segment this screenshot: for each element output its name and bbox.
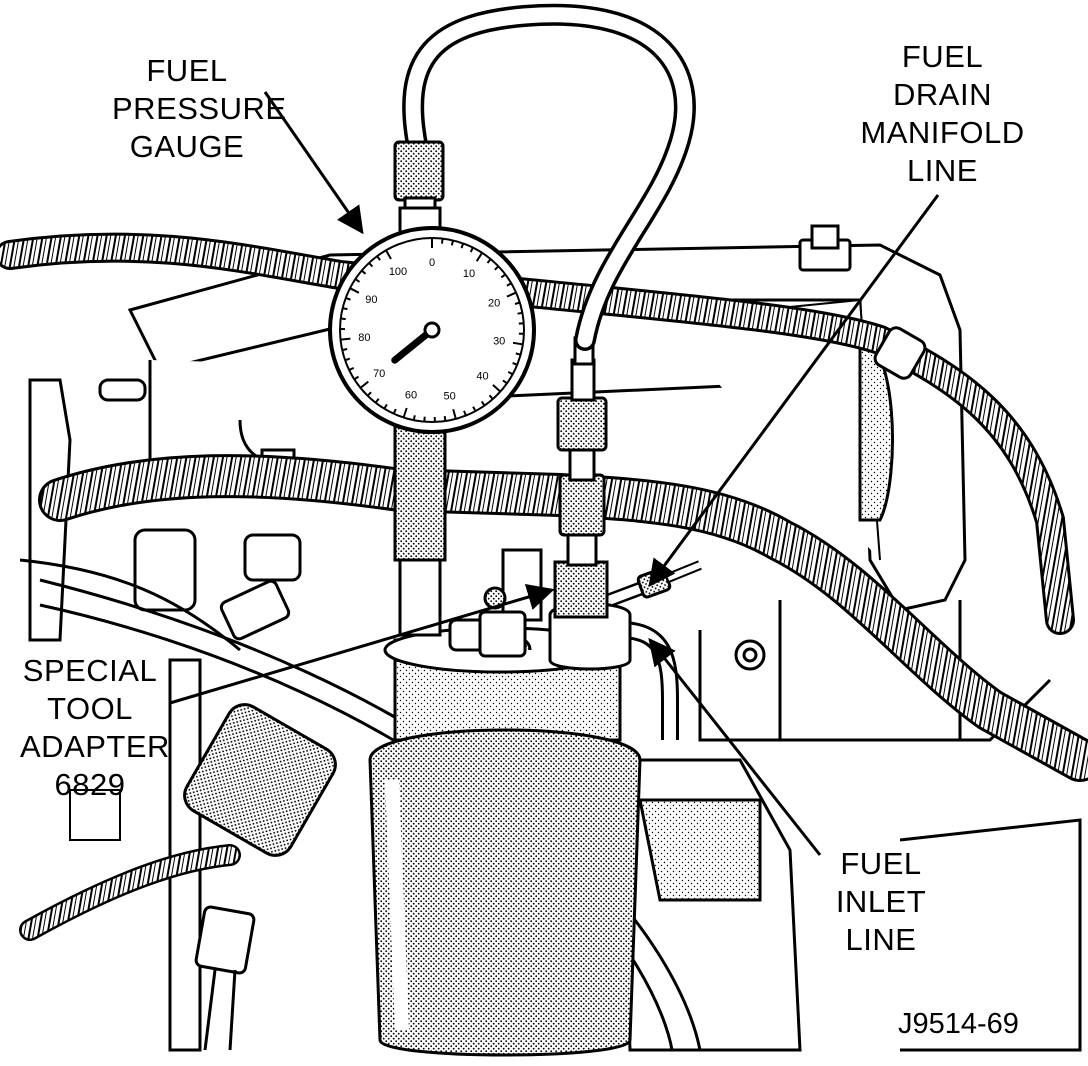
gauge-number: 100 — [389, 266, 407, 278]
gauge-number: 80 — [358, 332, 370, 344]
gauge-tick — [441, 238, 444, 244]
gauge-tick — [341, 348, 348, 352]
gauge-tick — [517, 311, 523, 315]
gauge-tick — [469, 247, 474, 253]
leader-pressure-gauge — [263, 91, 364, 235]
gauge-tick — [354, 278, 361, 283]
gauge-tick — [340, 337, 351, 341]
gauge-tick — [340, 317, 346, 321]
gauge-tick — [348, 366, 355, 371]
gauge-tick — [342, 307, 348, 311]
gauge-tick — [472, 406, 477, 412]
gauge-tick — [392, 408, 397, 415]
label-special-tool-adapter: SPECIAL TOOL ADAPTER 6829 — [20, 653, 170, 802]
gauge-tick — [368, 262, 374, 268]
gauge-tick — [374, 398, 380, 404]
gauge-tick — [512, 361, 518, 366]
pressure-gauge: 0 10 20 30 40 50 60 70 80 90 100 — [328, 226, 536, 434]
gauge-tick — [402, 407, 408, 418]
gauge-tick — [353, 375, 360, 381]
gauge-tick — [366, 391, 372, 397]
gauge-number: 40 — [476, 371, 488, 383]
gauge-tick — [344, 357, 351, 362]
gauge-tick — [412, 415, 416, 421]
leader-drain-line — [648, 194, 940, 588]
gauge-tick — [494, 265, 500, 271]
figure-code: J9514-69 — [898, 1008, 1019, 1040]
left-engine-parts — [28, 378, 337, 1052]
gauge-tick — [514, 301, 521, 305]
gauge-hose — [402, 3, 696, 351]
gauge-tick — [506, 282, 512, 287]
label-fuel-pressure-gauge: FUEL PRESSURE GAUGE — [112, 53, 287, 164]
gauge-tick — [361, 269, 367, 275]
gauge-tick — [443, 415, 447, 422]
gauge-tick — [385, 249, 392, 260]
gauge-tick — [349, 287, 360, 294]
gauge-number: 50 — [443, 391, 455, 403]
gauge-tick — [460, 243, 465, 249]
gauge-number: 70 — [373, 368, 385, 380]
gauge-tick — [486, 258, 492, 264]
gauge-number: 20 — [488, 297, 500, 309]
gauge-tick — [492, 384, 502, 393]
gauge-tick — [475, 252, 483, 262]
gauge-number: 0 — [429, 257, 435, 269]
gauge-tick — [359, 380, 369, 389]
gauge-tick — [450, 240, 454, 246]
gauge-numbers: 0 10 20 30 40 50 60 70 80 90 100 — [358, 257, 505, 403]
side-fitting — [448, 586, 527, 658]
gauge-number: 60 — [405, 390, 417, 402]
gauge-number: 30 — [493, 336, 505, 348]
gauge-tick — [488, 394, 494, 400]
gauge-tick — [345, 296, 351, 301]
gauge-tick — [512, 341, 524, 346]
wiring-harness-upper — [0, 232, 1075, 635]
gauge-tick — [515, 352, 521, 356]
gauge-tick — [507, 371, 514, 376]
wiring-harness-lower — [19, 454, 1088, 941]
gauge-tick — [452, 408, 457, 420]
leader-inlet-line — [648, 637, 822, 856]
drain-line — [607, 560, 702, 607]
leader-lines — [169, 91, 940, 856]
gauge-tick — [383, 403, 388, 410]
gauge-number: 90 — [365, 294, 377, 306]
gauge-number: 10 — [463, 268, 475, 280]
gauge-tick — [480, 400, 486, 407]
leader-adapter — [169, 583, 555, 705]
gauge-tick — [500, 273, 506, 279]
gauge-tick — [502, 379, 508, 385]
label-fuel-drain-manifold-line: FUEL DRAIN MANIFOLD LINE — [860, 39, 1025, 188]
engine-block — [127, 224, 1082, 1052]
gauge-tick — [506, 291, 517, 298]
label-fuel-inlet-line: FUEL INLET LINE — [835, 846, 927, 957]
gauge-tick — [376, 255, 381, 261]
gauge-ticks — [339, 238, 524, 423]
gauge-tick — [463, 410, 467, 416]
